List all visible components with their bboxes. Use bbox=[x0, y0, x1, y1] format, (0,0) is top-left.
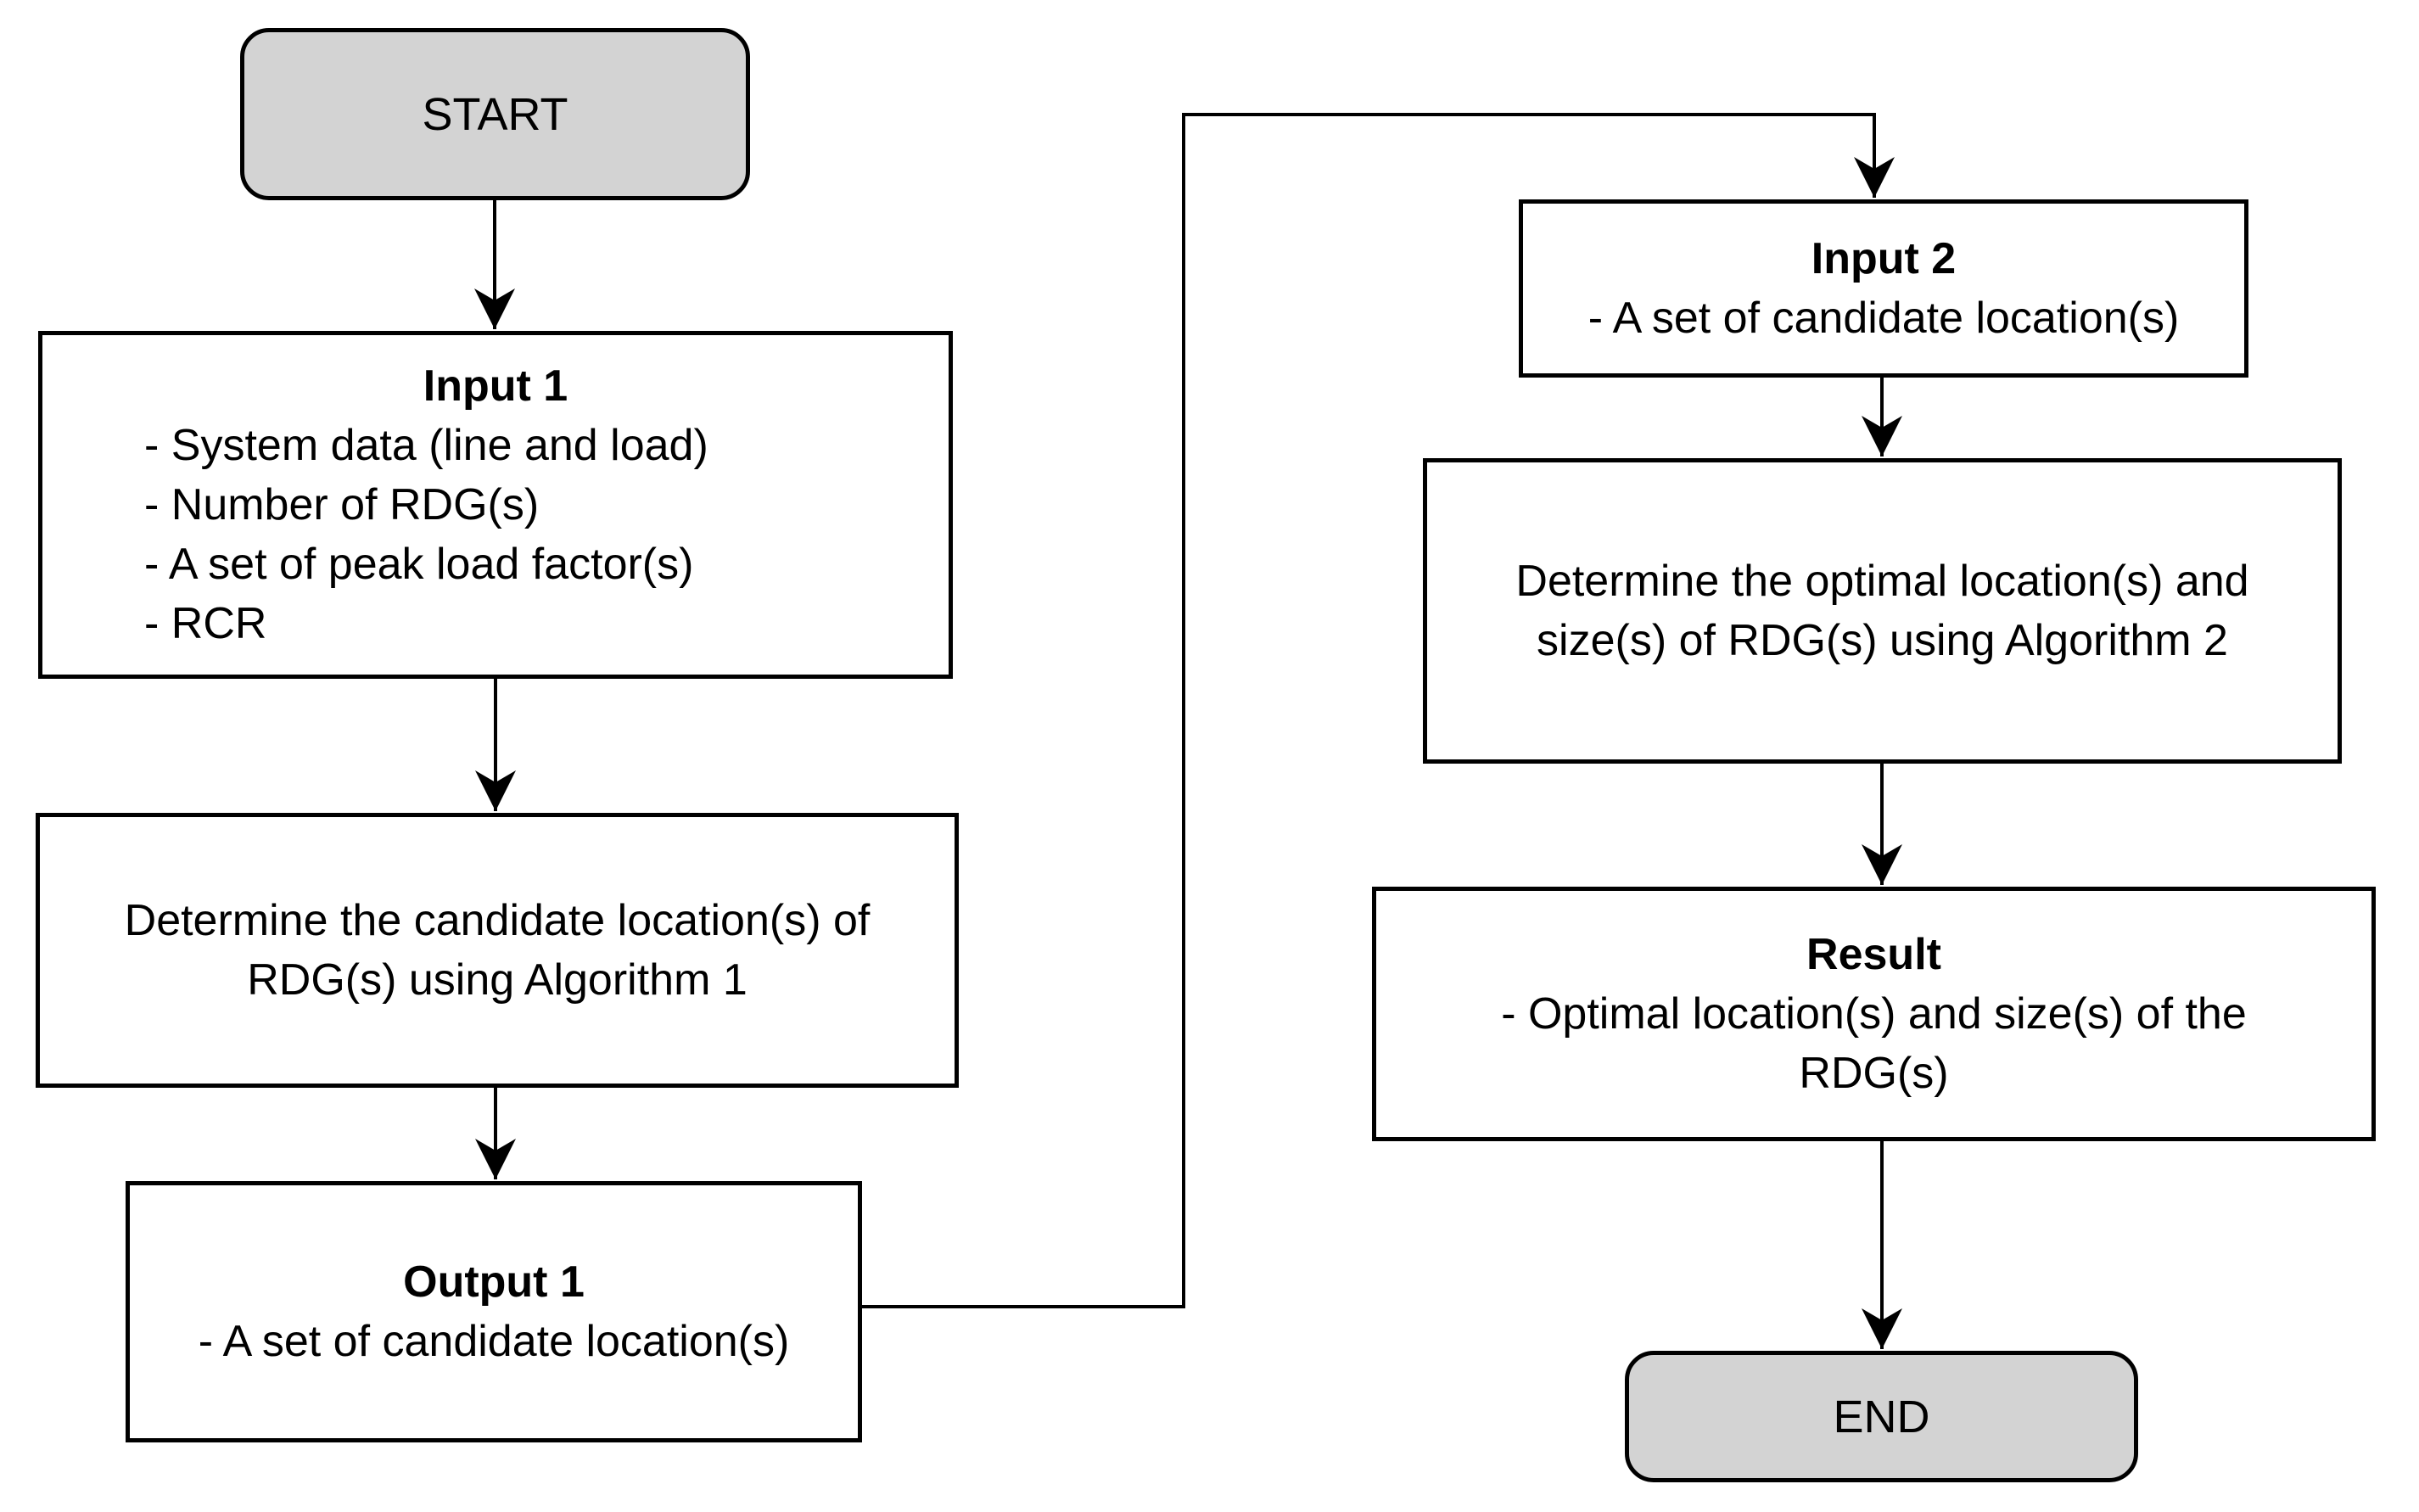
connector-output1-to-input2 bbox=[860, 113, 1895, 1308]
algorithm1-text-line: RDG(s) using Algorithm 1 bbox=[247, 955, 748, 1005]
input1-item: - RCR bbox=[144, 599, 267, 648]
input1-items: - System data (line and load) - Number o… bbox=[42, 416, 949, 653]
input1-title: Input 1 bbox=[423, 361, 568, 411]
algorithm2-text-line: size(s) of RDG(s) using Algorithm 2 bbox=[1537, 616, 2228, 665]
input1-node: Input 1 - System data (line and load) - … bbox=[38, 331, 953, 679]
output1-title: Output 1 bbox=[403, 1257, 585, 1307]
output1-node: Output 1 - A set of candidate location(s… bbox=[126, 1181, 862, 1442]
end-label: END bbox=[1833, 1391, 1930, 1442]
algorithm1-node: Determine the candidate location(s) of R… bbox=[36, 813, 959, 1088]
input1-item: - A set of peak load factor(s) bbox=[144, 540, 694, 589]
input1-item: - Number of RDG(s) bbox=[144, 480, 540, 529]
start-label: START bbox=[422, 88, 568, 140]
end-node: END bbox=[1625, 1351, 2138, 1482]
input2-item: - A set of candidate location(s) bbox=[1587, 294, 2180, 343]
result-text-line: RDG(s) bbox=[1799, 1049, 1949, 1098]
start-node: START bbox=[240, 28, 750, 200]
input1-item: - System data (line and load) bbox=[144, 421, 708, 470]
result-node: Result - Optimal location(s) and size(s)… bbox=[1372, 887, 2376, 1141]
input2-title: Input 2 bbox=[1811, 234, 1957, 283]
output1-item: - A set of candidate location(s) bbox=[198, 1317, 790, 1366]
algorithm1-text-line: Determine the candidate location(s) of bbox=[124, 896, 871, 945]
algorithm2-text-line: Determine the optimal location(s) and bbox=[1515, 557, 2249, 606]
input2-node: Input 2 - A set of candidate location(s) bbox=[1519, 199, 2248, 378]
result-text-line: - Optimal location(s) and size(s) of the bbox=[1501, 989, 2247, 1039]
result-title: Result bbox=[1806, 930, 1941, 979]
algorithm2-node: Determine the optimal location(s) and si… bbox=[1423, 458, 2342, 764]
